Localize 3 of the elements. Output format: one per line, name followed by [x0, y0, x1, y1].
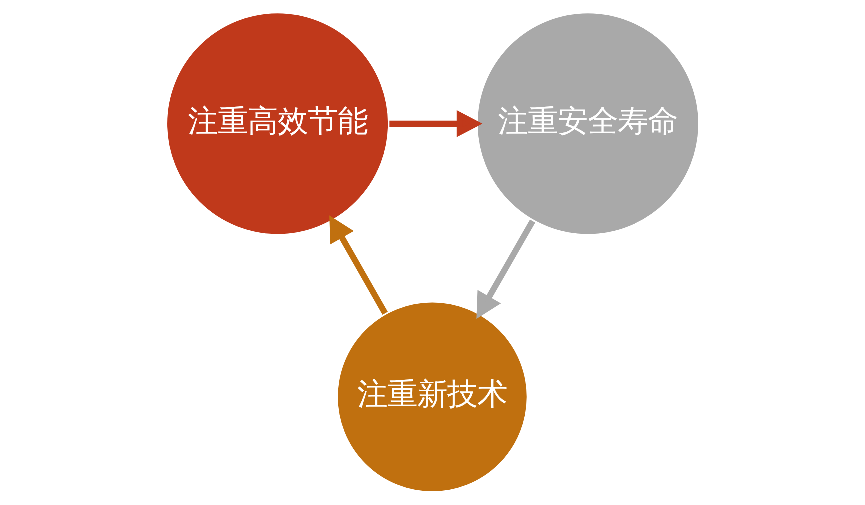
arrow: [389, 110, 482, 138]
arrow: [476, 220, 535, 320]
arrow: [329, 216, 388, 316]
